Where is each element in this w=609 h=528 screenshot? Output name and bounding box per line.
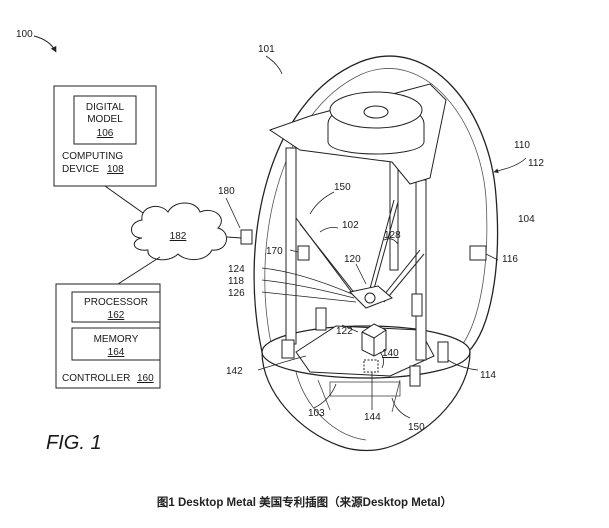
digital-model-box: [73, 95, 137, 145]
controller-box: PROCESSOR 162 MEMORY 164 CONTROLLER 160: [55, 283, 161, 389]
label-100: 100: [16, 29, 33, 40]
link-cloud-controller: [117, 256, 161, 285]
label-116: 116: [502, 254, 518, 265]
window-144: [363, 359, 379, 373]
computing-device-box: DIGITAL MODEL 106 COMPUTING DEVICE 108: [53, 85, 157, 187]
label-112: 112: [528, 158, 544, 169]
leader-lines: [225, 55, 527, 419]
figure-label: FIG. 1: [46, 432, 102, 454]
computing-device-ref: 108: [107, 164, 124, 175]
processor-ref: 162: [108, 310, 125, 321]
label-144: 144: [364, 412, 381, 423]
cloud-network: 182: [131, 202, 227, 261]
arrow-100: [33, 35, 57, 53]
processor-box: [71, 291, 161, 323]
label-128: 128: [384, 230, 401, 241]
enclosure-shell: [253, 55, 499, 353]
sensor-170: [297, 245, 310, 261]
sensor-180: [240, 229, 253, 245]
digital-model-line2: MODEL: [87, 114, 123, 125]
label-150-top: 150: [334, 182, 351, 193]
label-101: 101: [258, 44, 275, 55]
top-plate: [268, 83, 447, 185]
memory-line1: MEMORY: [94, 334, 139, 345]
label-124: 124: [228, 264, 245, 275]
link-cloud-sensor: [226, 236, 242, 239]
label-170: 170: [266, 246, 283, 257]
label-102: 102: [342, 220, 359, 231]
computing-device-line2: DEVICE: [62, 164, 100, 175]
delta-arms: [295, 199, 425, 303]
arrow-110: [493, 167, 509, 174]
controller-ref: 160: [137, 373, 154, 384]
label-182: 182: [170, 231, 187, 242]
label-103: 103: [308, 408, 325, 419]
label-126: 126: [228, 288, 245, 299]
computing-device-line1: COMPUTING: [62, 151, 123, 162]
processor-line1: PROCESSOR: [84, 297, 148, 308]
digital-model-ref: 106: [97, 128, 114, 139]
figure-caption: 图1 Desktop Metal 美国专利插图（来源Desktop Metal）: [156, 497, 453, 509]
print-head: [348, 285, 393, 309]
delta-towers: [285, 147, 427, 361]
link-device-cloud: [104, 185, 151, 219]
label-104: 104: [518, 214, 535, 225]
printed-cube: [361, 323, 387, 357]
label-110: 110: [514, 140, 530, 151]
label-140: 140: [382, 348, 399, 359]
label-122: 122: [336, 326, 353, 337]
sensor-116: [469, 245, 487, 261]
label-118: 118: [228, 276, 244, 287]
label-150-bottom: 150: [408, 422, 425, 433]
label-114: 114: [480, 370, 496, 381]
digital-model-line1: DIGITAL: [86, 102, 125, 113]
label-180: 180: [218, 186, 235, 197]
memory-box: [71, 327, 161, 361]
label-142: 142: [226, 366, 243, 377]
memory-ref: 164: [108, 347, 125, 358]
controller-line1: CONTROLLER: [62, 373, 130, 384]
plate-supports: [281, 293, 449, 387]
label-120: 120: [344, 254, 361, 265]
